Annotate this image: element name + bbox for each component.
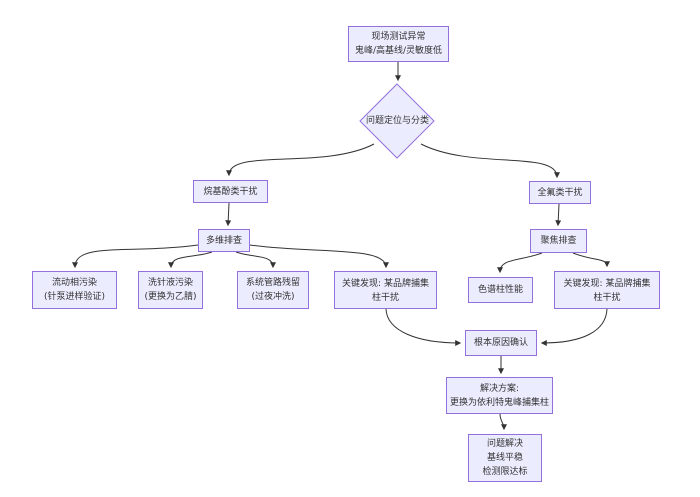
node-key-finding-left: 关键发现: 某品牌捕集柱干扰 (334, 271, 437, 309)
edge-focuscheck-columnperf (497, 252, 543, 274)
node-line: 检测限达标 (482, 467, 528, 477)
node-line: 系统管路残留 (245, 278, 300, 288)
node-field-anomaly: 现场测试异常 鬼峰/高基线/灵敏度低 (348, 26, 449, 62)
node-line: 流动相污染 (51, 278, 97, 288)
node-line: (针泵进样验证) (43, 292, 106, 302)
node-label: 关键发现: 某品牌捕集柱干扰 (342, 279, 429, 303)
node-line: (更换为乙腈) (144, 292, 197, 302)
node-line: 洗针液污染 (147, 278, 193, 288)
node-line: (过夜冲洗) (251, 292, 295, 302)
node-label: 关键发现: 某品牌捕集柱干扰 (563, 279, 651, 303)
edge-alkylphenol-multicheck (225, 202, 232, 227)
node-key-finding-right: 关键发现: 某品牌捕集柱干扰 (554, 271, 660, 309)
edge-focuscheck-keyfindingright (572, 252, 610, 268)
node-line: 解决方案: (479, 383, 520, 394)
node-column-perf: 色谱柱性能 (468, 277, 533, 303)
edge-multicheck-keyfindingleft (249, 244, 389, 269)
node-focus-check: 聚焦排查 (530, 229, 587, 253)
edge-keyfindingright-rootcause (540, 308, 608, 346)
edge-classify-alkylphenol (226, 143, 375, 177)
node-root-cause: 根本原因确认 (465, 330, 537, 356)
edge-classify-perfluoro (420, 143, 560, 179)
node-classify-label: 问题定位与分类 (365, 116, 429, 126)
node-line: 问题解决 (486, 439, 523, 449)
node-mobile-phase: 流动相污染 (针泵进样验证) (32, 271, 117, 309)
node-perfluoro: 全氟类干扰 (529, 181, 591, 204)
node-line: 烷基酚类干扰 (203, 186, 258, 197)
node-multi-check: 多维排查 (198, 229, 250, 252)
node-line: 现场测试异常 (371, 32, 426, 42)
node-line: 基线平稳 (486, 453, 523, 463)
node-system-line: 系统管路残留 (过夜冲洗) (237, 271, 309, 309)
node-line: 鬼峰/高基线/灵敏度低 (354, 46, 443, 56)
node-alkylphenol: 烷基酚类干扰 (193, 180, 268, 203)
node-line: 更换为依利特鬼峰捕集柱 (450, 397, 550, 408)
node-line: 全氟类干扰 (537, 187, 583, 198)
node-line: 色谱柱性能 (477, 285, 523, 295)
edge-solution-resolved (499, 413, 507, 431)
node-line: 根本原因确认 (473, 338, 528, 348)
edge-perfluoro-focuscheck (555, 203, 562, 227)
node-solution: 解决方案: 更换为依利特鬼峰捕集柱 (446, 377, 553, 414)
node-line: 聚焦排查 (540, 236, 577, 246)
edge-keyfindingleft-rootcause (385, 308, 462, 346)
node-line: 多维排查 (205, 235, 242, 246)
node-resolved: 问题解决 基线平稳 检测限达标 (468, 434, 542, 482)
edge-multicheck-mobilephase (72, 244, 199, 269)
edge-multicheck-systemline (235, 251, 276, 269)
edge-multicheck-washsolvent (168, 251, 213, 269)
node-wash-solvent: 洗针液污染 (更换为乙腈) (138, 271, 203, 309)
